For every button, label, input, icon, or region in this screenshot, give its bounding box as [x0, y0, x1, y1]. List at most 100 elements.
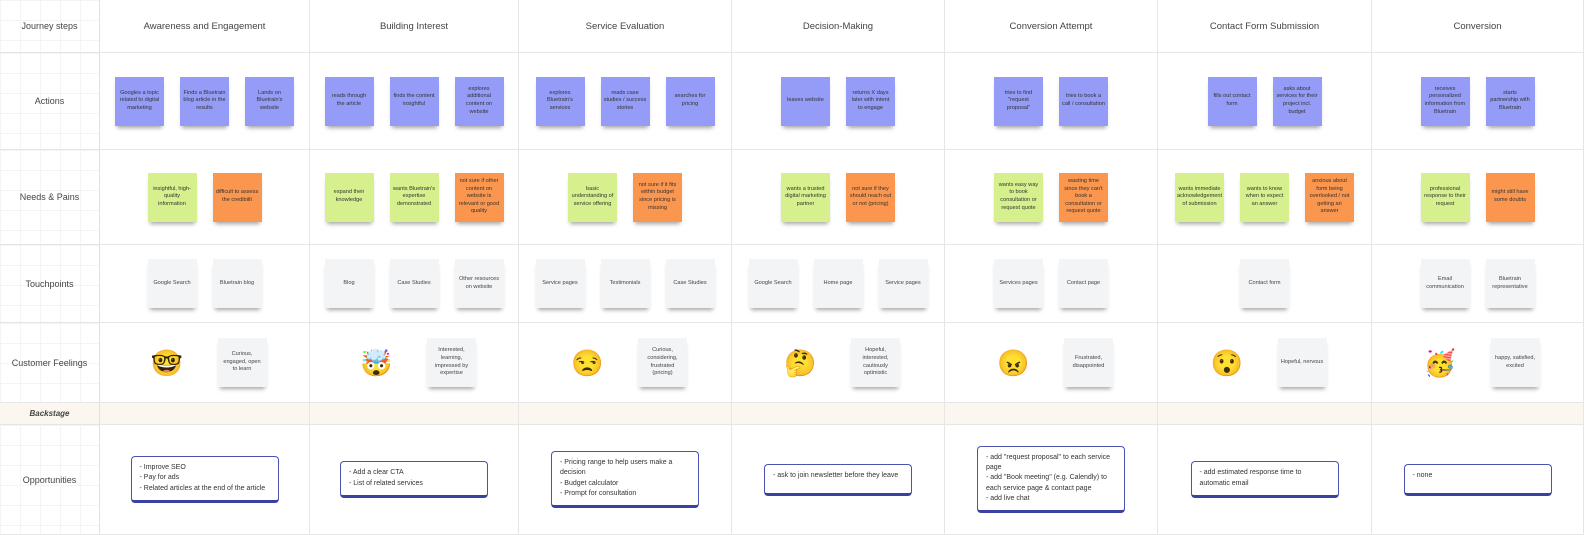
step-header: Service Evaluation — [519, 0, 732, 53]
feeling-sticky[interactable]: Curious, engaged, open to learn — [217, 338, 267, 387]
need-sticky[interactable]: basic understanding of service offering — [568, 172, 617, 222]
opportunity-card[interactable]: - Pricing range to help users make a dec… — [551, 451, 699, 508]
action-sticky[interactable]: Lands on Bluetrain's website — [245, 76, 294, 126]
step-header: Conversion — [1372, 0, 1584, 53]
action-sticky[interactable]: explores additional content on website — [454, 76, 504, 126]
row-label-backstage: Backstage — [0, 403, 100, 425]
touchpoint-sticky[interactable]: Bluetrain representative — [1485, 259, 1535, 308]
feeling-emoji-icon: 😯 — [1210, 347, 1244, 378]
touchpoints-cell: Google Search Home page Service pages — [732, 245, 945, 323]
step-header: Conversion Attempt — [945, 0, 1158, 53]
need-sticky[interactable]: expand their knowledge — [324, 172, 374, 222]
needs-cell: wants easy way to book consultation or r… — [945, 150, 1158, 245]
pain-sticky[interactable]: not sure if other content on website is … — [454, 172, 504, 222]
pain-sticky[interactable]: anxious about form being overlooked / no… — [1305, 172, 1354, 222]
action-sticky[interactable]: asks about services for their project in… — [1272, 76, 1322, 126]
opportunity-card[interactable]: - Add a clear CTA - List of related serv… — [340, 461, 488, 498]
touchpoints-cell: Services pages Contact page — [945, 245, 1158, 323]
touchpoints-cell: Email communication Bluetrain representat… — [1372, 245, 1584, 323]
touchpoint-sticky[interactable]: Case Studies — [389, 259, 439, 308]
touchpoint-sticky[interactable]: Service pages — [878, 259, 928, 308]
row-label-customer-feelings: Customer Feelings — [0, 323, 100, 403]
action-sticky[interactable]: tries to book a call / consultation — [1059, 76, 1108, 126]
action-sticky[interactable]: finds the content insightful — [389, 76, 439, 126]
row-label-actions: Actions — [0, 53, 100, 150]
feeling-sticky[interactable]: Hopeful, nervous — [1277, 338, 1327, 387]
row-label-journey-steps: Journey steps — [0, 0, 100, 53]
action-sticky[interactable]: Googles a topic related to digital marke… — [115, 76, 164, 126]
feeling-sticky[interactable]: Hopeful, interested, cautiously optimist… — [851, 338, 900, 387]
opportunities-cell: - Add a clear CTA - List of related serv… — [310, 425, 519, 535]
touchpoint-sticky[interactable]: Google Search — [147, 259, 197, 308]
touchpoint-sticky[interactable]: Service pages — [535, 259, 585, 308]
action-sticky[interactable]: fills out contact form — [1207, 76, 1257, 126]
step-header: Awareness and Engagement — [100, 0, 310, 53]
need-sticky[interactable]: wants easy way to book consultation or r… — [994, 172, 1043, 222]
feeling-emoji-icon: 😒 — [571, 347, 604, 378]
action-sticky[interactable]: tries to find "request proposal" — [994, 76, 1043, 126]
row-label-touchpoints: Touchpoints — [0, 245, 100, 323]
actions-cell: reads through the article finds the conte… — [310, 53, 519, 150]
pain-sticky[interactable]: wasting time since they can't book a con… — [1059, 172, 1108, 222]
actions-cell: receives personalized information from B… — [1372, 53, 1584, 150]
opportunity-card[interactable]: - none — [1403, 463, 1552, 496]
touchpoint-sticky[interactable]: Google Search — [748, 259, 798, 308]
need-sticky[interactable]: wants immediate acknowledgement of submi… — [1175, 172, 1224, 222]
opportunities-cell: - Pricing range to help users make a dec… — [519, 425, 732, 535]
need-sticky[interactable]: wants to know when to expect an answer — [1240, 172, 1289, 222]
feelings-cell: 🤓Curious, engaged, open to learn — [100, 323, 310, 403]
pain-sticky[interactable]: not sure if it fits within budget since … — [633, 172, 682, 222]
actions-cell: Googles a topic related to digital marke… — [100, 53, 310, 150]
feeling-sticky[interactable]: happy, satisfied, excited — [1490, 338, 1540, 387]
needs-cell: wants a trusted digital marketing partne… — [732, 150, 945, 245]
pain-sticky[interactable]: not sure if they should reach out or not… — [846, 172, 895, 222]
action-sticky[interactable]: returns X days later with intent to enga… — [846, 76, 895, 126]
touchpoint-sticky[interactable]: Home page — [813, 259, 863, 308]
actions-cell: explores Bluetrain's services reads case … — [519, 53, 732, 150]
backstage-cell — [732, 403, 945, 425]
needs-cell: insightful, high-quality information diff… — [100, 150, 310, 245]
touchpoint-sticky[interactable]: Bluetrain blog — [212, 259, 262, 308]
needs-cell: basic understanding of service offering n… — [519, 150, 732, 245]
backstage-cell — [1158, 403, 1372, 425]
action-sticky[interactable]: reads case studies / success stories — [600, 76, 650, 126]
opportunities-cell: - Improve SEO - Pay for ads - Related ar… — [100, 425, 310, 535]
backstage-cell — [310, 403, 519, 425]
action-sticky[interactable]: receives personalized information from B… — [1420, 76, 1470, 126]
action-sticky[interactable]: starts partnership with Bluetrain — [1485, 76, 1535, 126]
touchpoint-sticky[interactable]: Testimonials — [600, 259, 650, 308]
need-sticky[interactable]: wants a trusted digital marketing partne… — [781, 172, 830, 222]
opportunity-card[interactable]: - add estimated response time to automat… — [1190, 461, 1339, 498]
opportunity-card[interactable]: - Improve SEO - Pay for ads - Related ar… — [130, 456, 279, 503]
need-sticky[interactable]: wants Bluetrain's expertise demonstrated — [389, 172, 439, 222]
backstage-cell — [945, 403, 1158, 425]
backstage-cell — [100, 403, 310, 425]
touchpoint-sticky[interactable]: Email communication — [1420, 259, 1470, 308]
pain-sticky[interactable]: difficult to assess the credibilit — [212, 172, 262, 222]
touchpoint-sticky[interactable]: Contact page — [1059, 259, 1108, 308]
backstage-cell — [519, 403, 732, 425]
opportunity-card[interactable]: - ask to join newsletter before they lea… — [764, 463, 912, 496]
action-sticky[interactable]: Finds a Bluetrain blog article in the re… — [180, 76, 229, 126]
touchpoint-sticky[interactable]: Case Studies — [665, 259, 715, 308]
need-sticky[interactable]: professional response to their request — [1420, 172, 1470, 222]
action-sticky[interactable]: reads through the article — [324, 76, 374, 126]
opportunities-cell: - add "request proposal" to each service… — [945, 425, 1158, 535]
opportunity-card[interactable]: - add "request proposal" to each service… — [977, 446, 1125, 513]
action-sticky[interactable]: searches for pricing — [665, 76, 715, 126]
feeling-emoji-icon: 😠 — [997, 347, 1030, 378]
touchpoint-sticky[interactable]: Other resources on website — [454, 259, 504, 308]
action-sticky[interactable]: explores Bluetrain's services — [535, 76, 585, 126]
touchpoint-sticky[interactable]: Blog — [324, 259, 374, 308]
feeling-emoji-icon: 🤯 — [360, 347, 393, 378]
pain-sticky[interactable]: might still have some doubts — [1485, 172, 1535, 222]
need-sticky[interactable]: insightful, high-quality information — [147, 172, 197, 222]
touchpoint-sticky[interactable]: Services pages — [994, 259, 1043, 308]
feeling-sticky[interactable]: Curious, considering, frustrated (pricin… — [638, 338, 687, 387]
feeling-sticky[interactable]: Interested, learning, impressed by exper… — [427, 338, 476, 387]
feeling-emoji-icon: 🥳 — [1423, 347, 1457, 378]
touchpoint-sticky[interactable]: Contact form — [1240, 259, 1289, 308]
action-sticky[interactable]: leaves website — [781, 76, 830, 126]
feeling-sticky[interactable]: Frustrated, disappointed — [1064, 338, 1113, 387]
step-header: Building Interest — [310, 0, 519, 53]
